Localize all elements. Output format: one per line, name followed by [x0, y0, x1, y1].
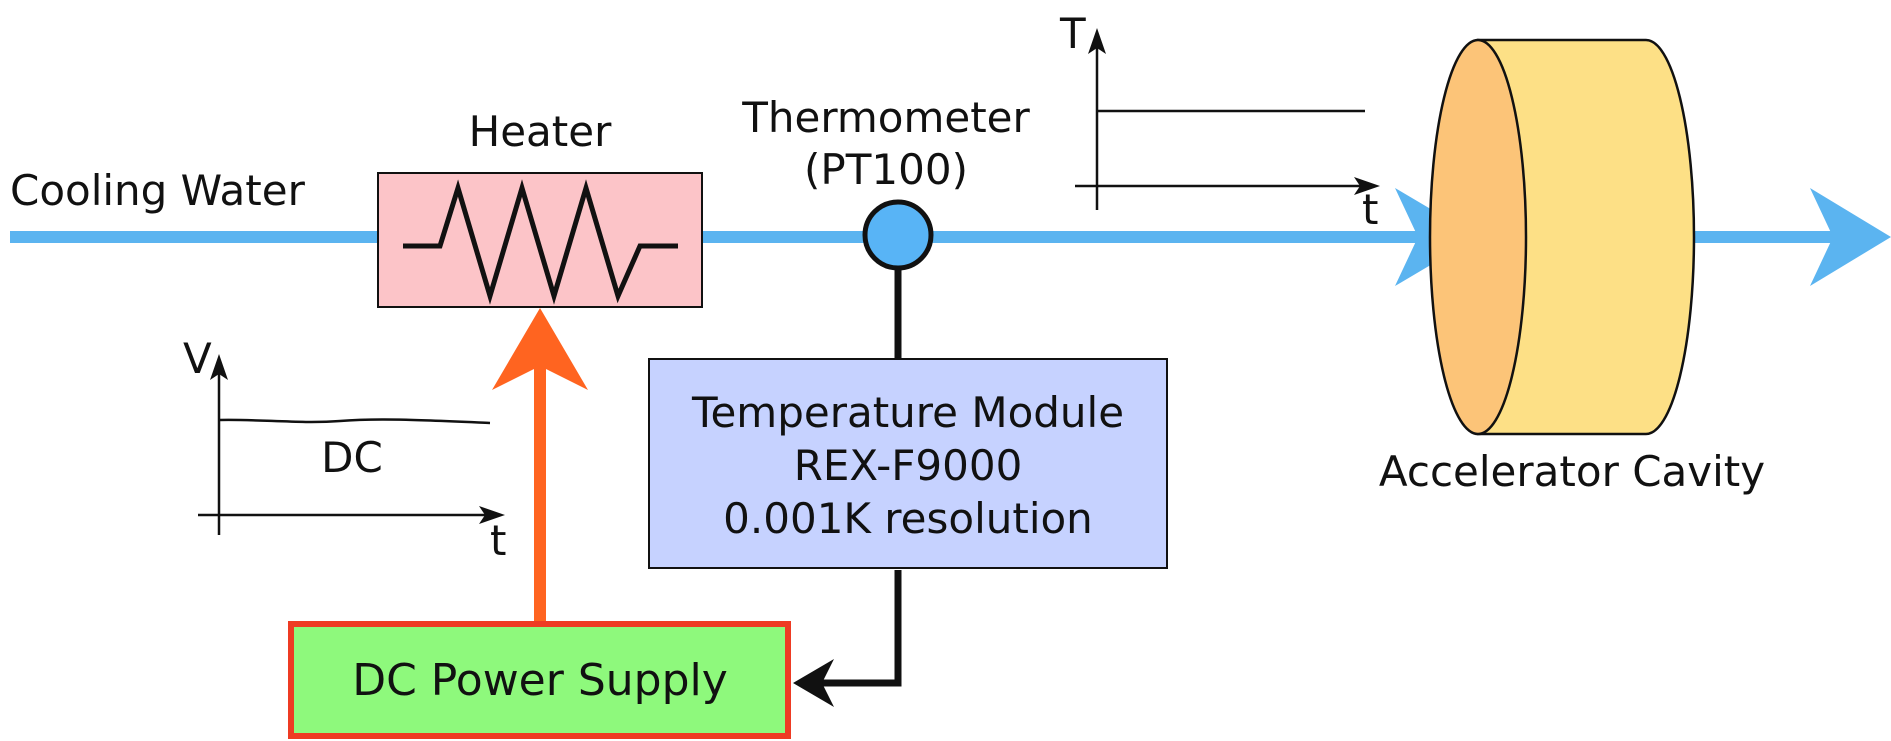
voltage-graph-dc-curve — [218, 418, 491, 425]
cooling-water-label: Cooling Water — [10, 166, 306, 215]
temperature-module-box — [648, 358, 1168, 569]
voltage-graph-curve-label: DC — [321, 433, 383, 482]
voltage-graph-x-axis-arrow — [479, 506, 505, 524]
power-arrow-head — [492, 308, 588, 390]
heater-label: Heater — [469, 107, 612, 156]
feedback-arrow-head — [793, 659, 834, 707]
temperature-module-resolution: 0.001K resolution — [723, 494, 1093, 543]
voltage-graph-y-label: V — [183, 334, 212, 383]
temperature-module-model: REX-F9000 — [794, 441, 1023, 490]
feedback-wire — [802, 570, 902, 687]
accelerator-cavity-body — [1476, 38, 1696, 436]
thermometer-label: Thermometer — [741, 93, 1030, 142]
accelerator-cavity-label: Accelerator Cavity — [1379, 447, 1765, 496]
temperature-graph-y-axis-arrow — [1088, 28, 1106, 54]
voltage-graph-x-label: t — [490, 516, 506, 565]
voltage-graph-y-axis-arrow — [210, 354, 228, 380]
temperature-graph-x-axis-arrow — [1354, 177, 1380, 195]
dc-power-supply-label: DC Power Supply — [352, 655, 728, 706]
water-flow-arrow-out — [1810, 188, 1891, 286]
accelerator-cavity-face — [1428, 38, 1528, 436]
temperature-graph-x-label: t — [1362, 185, 1378, 234]
thermometer-sensor-icon — [862, 199, 934, 271]
thermometer-model-label: (PT100) — [804, 145, 968, 194]
heater-resistor-icon — [403, 179, 678, 305]
temperature-graph-y-label: T — [1059, 9, 1086, 58]
dc-power-supply-box — [288, 621, 791, 739]
temperature-module-title: Temperature Module — [691, 388, 1124, 437]
